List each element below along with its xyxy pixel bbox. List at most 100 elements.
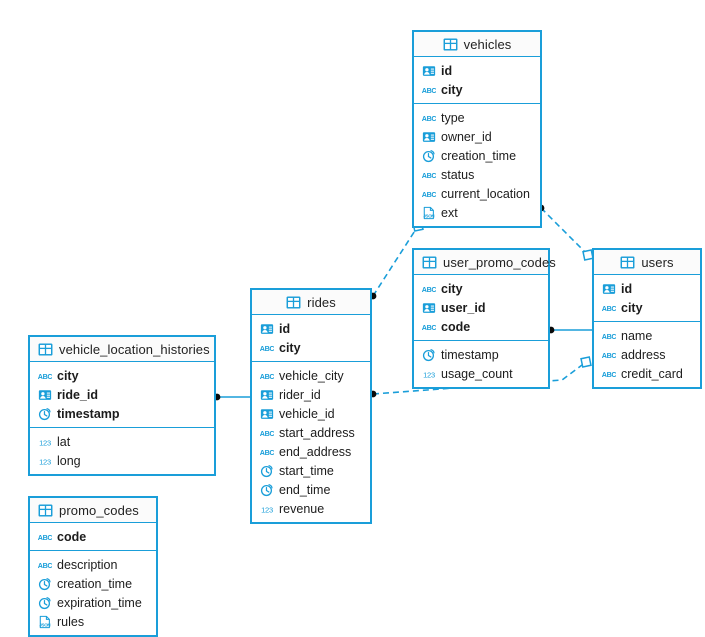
timestamp-icon xyxy=(38,407,52,421)
uuid-icon xyxy=(38,388,52,402)
relationship-vehicle-location-histories-to-rides[interactable] xyxy=(213,393,250,401)
column-row[interactable]: ABC credit_card xyxy=(594,364,700,383)
column-row[interactable]: owner_id xyxy=(414,127,540,146)
svg-text:ABC: ABC xyxy=(260,430,274,438)
column-name: code xyxy=(57,529,87,544)
column-name: user_id xyxy=(441,300,486,315)
relationship-user-promo-codes-to-users[interactable] xyxy=(547,326,592,334)
timestamp-icon xyxy=(38,596,52,610)
table-header[interactable]: vehicles xyxy=(414,32,540,57)
column-row[interactable]: id xyxy=(594,279,700,298)
column-row[interactable]: timestamp xyxy=(30,404,214,423)
timestamp-icon xyxy=(422,348,436,362)
json-icon: JSON xyxy=(38,615,52,629)
column-name: ext xyxy=(441,205,458,220)
column-name: creation_time xyxy=(441,148,517,163)
column-name: expiration_time xyxy=(57,595,142,610)
uuid-icon xyxy=(260,322,274,336)
table-title: users xyxy=(641,254,674,270)
table-header[interactable]: vehicle_location_histories xyxy=(30,337,214,362)
string-icon: ABC xyxy=(422,282,436,296)
column-row[interactable]: ABC city xyxy=(414,279,548,298)
column-row[interactable]: creation_time xyxy=(30,574,156,593)
timestamp-icon xyxy=(260,483,274,497)
table-header[interactable]: user_promo_codes xyxy=(414,250,556,275)
string-icon: ABC xyxy=(602,301,616,315)
svg-text:ABC: ABC xyxy=(602,333,616,341)
column-row[interactable]: ride_id xyxy=(30,385,214,404)
column-row[interactable]: id xyxy=(252,319,370,338)
column-row[interactable]: ABC start_address xyxy=(252,423,370,442)
column-row[interactable]: ABC current_location xyxy=(414,184,540,203)
column-row[interactable]: rider_id xyxy=(252,385,370,404)
column-name: current_location xyxy=(441,186,530,201)
timestamp-icon xyxy=(422,149,436,163)
string-icon: ABC xyxy=(602,367,616,381)
column-name: city xyxy=(441,281,463,296)
column-row[interactable]: user_id xyxy=(414,298,548,317)
column-row[interactable]: timestamp xyxy=(414,345,548,364)
column-row[interactable]: id xyxy=(414,61,540,80)
uuid-icon xyxy=(422,64,436,78)
number-icon: 123 xyxy=(422,367,436,381)
table-grid-icon xyxy=(38,342,53,356)
table-header[interactable]: users xyxy=(594,250,700,275)
number-icon: 123 xyxy=(38,435,52,449)
uuid-icon xyxy=(422,130,436,144)
column-name: credit_card xyxy=(621,366,683,381)
table-title: user_promo_codes xyxy=(443,254,556,270)
svg-text:ABC: ABC xyxy=(422,115,436,123)
string-icon: ABC xyxy=(602,348,616,362)
column-row[interactable]: expiration_time xyxy=(30,593,156,612)
table-title: vehicles xyxy=(463,36,512,52)
column-name: end_address xyxy=(279,444,352,459)
column-name: description xyxy=(57,557,118,572)
column-name: id xyxy=(441,63,453,78)
svg-text:ABC: ABC xyxy=(602,371,616,379)
column-name: id xyxy=(621,281,633,296)
column-row[interactable]: start_time xyxy=(252,461,370,480)
column-row[interactable]: end_time xyxy=(252,480,370,499)
table-header[interactable]: rides xyxy=(252,290,370,315)
string-icon: ABC xyxy=(422,111,436,125)
column-name: vehicle_id xyxy=(279,406,335,421)
svg-text:ABC: ABC xyxy=(422,324,436,332)
uuid-icon xyxy=(422,301,436,315)
column-row[interactable]: vehicle_id xyxy=(252,404,370,423)
column-name: start_address xyxy=(279,425,355,440)
svg-text:ABC: ABC xyxy=(422,191,436,199)
svg-text:ABC: ABC xyxy=(602,352,616,360)
table-header[interactable]: promo_codes xyxy=(30,498,156,523)
svg-text:ABC: ABC xyxy=(260,345,274,353)
column-row[interactable]: creation_time xyxy=(414,146,540,165)
table-grid-icon xyxy=(620,255,635,269)
